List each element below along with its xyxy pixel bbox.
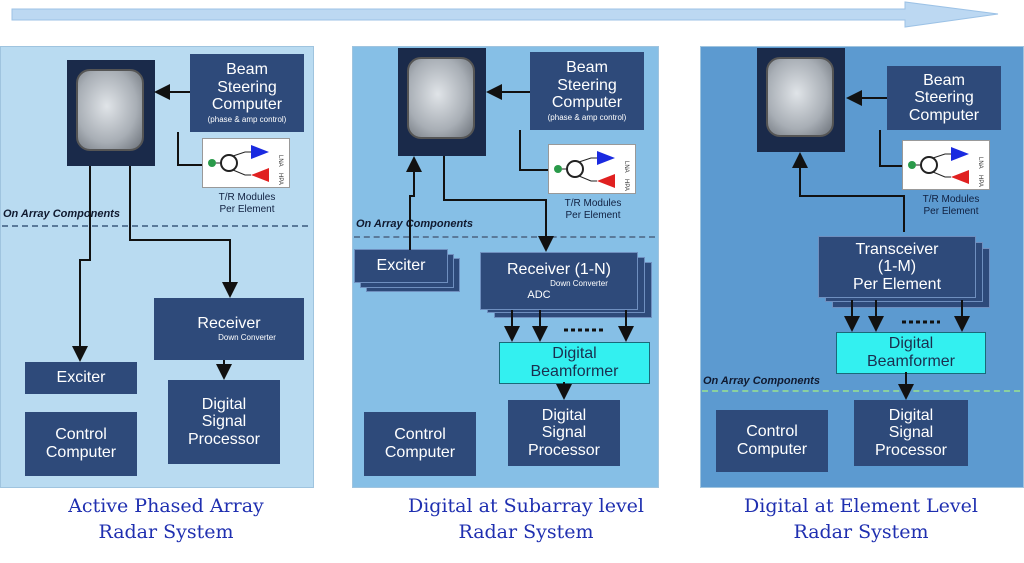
dsp-label-3: Processor xyxy=(874,441,948,459)
dbf-label-1: Digital xyxy=(552,345,597,363)
transceiver-box: Transceiver (1-M) Per Element xyxy=(818,236,976,298)
tr-module-drawing: LNA HPA xyxy=(908,147,983,187)
on-array-divider xyxy=(2,225,308,227)
dsp-label-1: Digital xyxy=(541,406,587,424)
beam-label-2: Steering xyxy=(557,76,617,94)
caption-line-2: Radar System xyxy=(98,520,234,543)
control-label-2: Computer xyxy=(384,444,456,461)
exciter-label: Exciter xyxy=(56,369,106,387)
control-computer-box: Control Computer xyxy=(364,412,476,476)
caption-line-1: Digital at Subarray level xyxy=(407,495,644,517)
antenna-array-icon xyxy=(757,48,845,152)
lna-label: LNA xyxy=(277,155,283,167)
receiver-note: Down Converter xyxy=(550,279,608,289)
tr-module-icon: LNA HPA xyxy=(902,140,990,190)
tr-label-1: T/R Modules xyxy=(922,194,980,205)
receiver-label: Receiver xyxy=(197,314,261,332)
dsp-label-2: Signal xyxy=(201,413,247,431)
digital-beamformer: Digital Beamformer xyxy=(499,342,650,384)
beam-label-1: Beam xyxy=(226,61,268,79)
control-label-2: Computer xyxy=(736,441,808,458)
beam-label-3: Computer xyxy=(551,94,623,112)
lna-label: LNA xyxy=(977,157,983,169)
transceiver-label-2: (1-M) xyxy=(877,258,917,276)
caption-line-1: Active Phased Array xyxy=(68,495,264,517)
dsp-box: Digital Signal Processor xyxy=(854,400,968,466)
control-computer-box: Control Computer xyxy=(716,410,828,472)
receiver-note: Down Converter xyxy=(218,333,276,343)
digital-beamformer: Digital Beamformer xyxy=(836,332,986,374)
beam-steering-computer: Beam Steering Computer (phase & amp cont… xyxy=(190,54,304,132)
beam-label-2: Steering xyxy=(217,78,277,96)
beam-label-3: Computer xyxy=(211,96,283,114)
beam-note: (phase & amp control) xyxy=(547,112,627,122)
caption-active-phased-array: Active Phased Array Radar System xyxy=(0,494,332,545)
beam-steering-computer: Beam Steering Computer (phase & amp cont… xyxy=(530,52,644,130)
dbf-label-1: Digital xyxy=(888,335,934,353)
lna-label: LNA xyxy=(623,161,629,173)
dsp-label-3: Processor xyxy=(187,430,261,448)
caption-digital-subarray: Digital at Subarray level Radar System xyxy=(356,494,696,545)
caption-line-1: Digital at Element Level xyxy=(744,495,978,517)
tr-label-1: T/R Modules xyxy=(218,192,276,203)
on-array-divider xyxy=(354,236,655,238)
on-array-label: On Array Components xyxy=(3,208,120,220)
flow-arrow-icon xyxy=(11,1,999,28)
on-array-label: On Array Components xyxy=(356,218,473,230)
hpa-label: HPA xyxy=(977,175,983,187)
dsp-label-1: Digital xyxy=(888,406,934,424)
dsp-box: Digital Signal Processor xyxy=(168,380,280,464)
transceiver-label-1: Transceiver xyxy=(855,240,939,258)
beam-label-2: Steering xyxy=(914,89,974,107)
control-label-1: Control xyxy=(746,423,798,441)
antenna-array-icon xyxy=(67,60,155,166)
beam-label-1: Beam xyxy=(923,71,965,89)
receiver-box: Receiver (1-N) Down Converter ADC xyxy=(480,252,638,310)
exciter-box: Exciter xyxy=(354,249,448,283)
dsp-box: Digital Signal Processor xyxy=(508,400,620,466)
dsp-label-3: Processor xyxy=(527,441,601,459)
caption-line-2: Radar System xyxy=(793,520,929,543)
tr-label-1: T/R Modules xyxy=(564,198,622,209)
tr-modules-label: T/R Modules Per Element xyxy=(200,192,294,216)
tr-modules-label: T/R Modules Per Element xyxy=(546,198,640,222)
dsp-label-1: Digital xyxy=(201,395,247,413)
hpa-label: HPA xyxy=(277,173,283,185)
tr-label-2: Per Element xyxy=(565,210,621,221)
dsp-label-2: Signal xyxy=(541,424,587,442)
caption-line-2: Radar System xyxy=(458,520,594,543)
tr-module-drawing: LNA HPA xyxy=(554,151,629,191)
dbf-label-2: Beamformer xyxy=(866,353,956,370)
tr-module-icon: LNA HPA xyxy=(548,144,636,194)
beam-steering-computer: Beam Steering Computer xyxy=(887,66,1001,130)
on-array-label: On Array Components xyxy=(703,375,820,387)
control-label-1: Control xyxy=(55,426,107,444)
tr-label-2: Per Element xyxy=(219,204,275,215)
beam-label-1: Beam xyxy=(566,59,608,77)
tr-label-2: Per Element xyxy=(923,206,979,217)
receiver-adc: ADC xyxy=(527,289,551,302)
beam-note: (phase & amp control) xyxy=(207,114,287,124)
tr-module-drawing: LNA HPA xyxy=(208,145,283,185)
control-label-2: Computer xyxy=(45,444,117,461)
on-array-divider xyxy=(702,390,1020,392)
control-label-1: Control xyxy=(394,426,446,444)
tr-module-icon: LNA HPA xyxy=(202,138,290,188)
receiver-box: Receiver Down Converter xyxy=(154,298,304,360)
beam-label-3: Computer xyxy=(908,106,980,124)
antenna-array-icon xyxy=(398,48,486,156)
control-computer-box: Control Computer xyxy=(25,412,137,476)
exciter-label: Exciter xyxy=(376,257,426,275)
dbf-label-2: Beamformer xyxy=(530,363,619,380)
hpa-label: HPA xyxy=(623,179,629,191)
exciter-box: Exciter xyxy=(25,362,137,394)
receiver-label: Receiver (1-N) xyxy=(506,260,611,278)
caption-digital-element: Digital at Element Level Radar System xyxy=(700,494,1022,545)
transceiver-label-3: Per Element xyxy=(852,275,942,293)
tr-modules-label: T/R Modules Per Element xyxy=(904,194,998,218)
dsp-label-2: Signal xyxy=(888,424,934,442)
